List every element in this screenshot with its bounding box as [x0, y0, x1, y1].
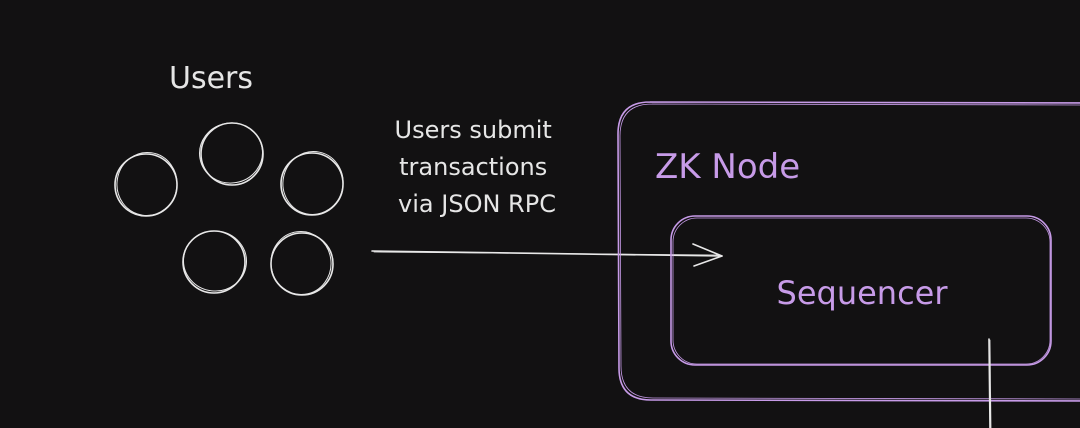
user-circle [182, 230, 247, 294]
user-circle [199, 122, 264, 186]
arrow-label: Users submit transactions via JSON RPC [395, 116, 560, 218]
sequencer-label: Sequencer [777, 274, 949, 312]
user-circle [280, 151, 344, 216]
users-label: Users [169, 61, 253, 96]
zk-node-box [617, 101, 1080, 402]
user-circle [114, 152, 178, 217]
sequencer-box [670, 215, 1052, 366]
sequencer-output-line [988, 338, 992, 428]
zk-node-label: ZK Node [655, 147, 800, 187]
submit-arrow [371, 243, 723, 267]
user-circle [270, 231, 334, 296]
arrow-label-line: transactions [399, 153, 547, 181]
user-circles [114, 122, 344, 296]
arrow-label-line: Users submit [395, 116, 552, 144]
arrow-label-line: via JSON RPC [398, 190, 556, 218]
